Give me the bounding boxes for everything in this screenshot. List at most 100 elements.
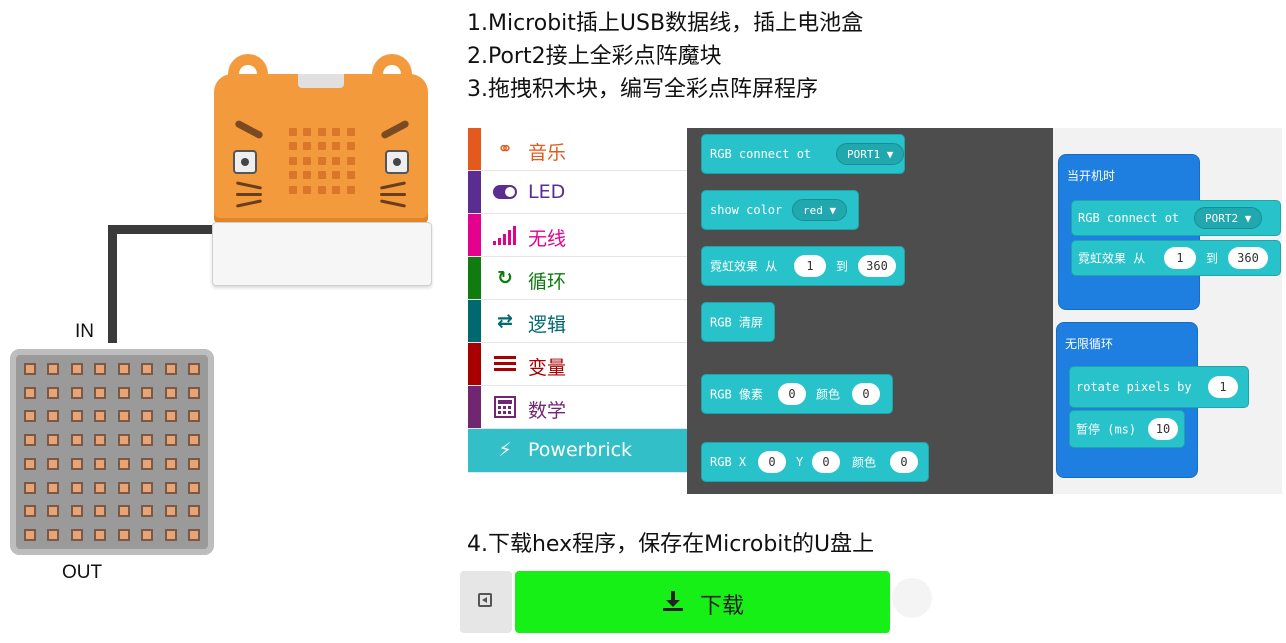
dropdown-value: PORT2 [1205,212,1239,225]
pause-input[interactable]: 10 [1148,418,1178,440]
from-input[interactable]: 1 [794,255,826,277]
block-rgb-clear[interactable]: RGB 清屏 [701,302,775,342]
download-icon [661,589,685,613]
matrix-led [70,434,83,447]
matrix-led [164,386,177,399]
matrix-led [47,386,60,399]
y-input[interactable]: 0 [812,451,840,473]
matrix-led [117,457,130,470]
port-dropdown[interactable]: PORT2 ▼ [1194,207,1263,229]
from-input[interactable]: 1 [1164,247,1196,269]
matrix-led [23,362,36,375]
matrix-led [188,505,201,518]
button-b [385,150,409,174]
step-4: 4.下载hex程序，保存在Microbit的U盘上 [467,532,875,557]
matrix-led [141,362,154,375]
matrix-led [47,505,60,518]
rgb-matrix-module [10,349,214,555]
block-text: 暂停 (ms) [1076,422,1137,437]
x-input[interactable]: 0 [758,451,786,473]
matrix-led [141,386,154,399]
matrix-led [94,481,107,494]
download-label: 下载 [700,594,745,619]
makecode-editor: ⚭ 音乐 LED 无线 ↻ 循环 ⇄ 逻辑 [468,128,1282,494]
matrix-led [164,362,177,375]
matrix-led [188,410,201,423]
matrix-led [188,386,201,399]
rotate-input[interactable]: 1 [1208,376,1238,398]
color-input[interactable]: 0 [852,383,880,405]
category-led[interactable]: LED [468,171,687,214]
step-2: 2.Port2接上全彩点阵魔块 [467,44,722,69]
port-dropdown[interactable]: PORT1 ▼ [836,143,905,165]
color-dropdown[interactable]: red ▼ [792,199,848,221]
ghost-circle [892,578,932,618]
shuffle-icon: ⇄ [497,310,513,332]
category-powerbrick[interactable]: ⚡ Powerbrick [468,429,687,473]
matrix-led [141,434,154,447]
matrix-led [117,434,130,447]
to-input[interactable]: 360 [858,255,896,277]
download-button[interactable]: 下载 [515,571,890,633]
category-logic[interactable]: ⇄ 逻辑 [468,300,687,343]
matrix-led [141,410,154,423]
bolt-icon: ⚡ [498,439,512,461]
category-radio[interactable]: 无线 [468,214,687,257]
workspace: 当开机时 RGB connect ot PORT2 ▼ 霓虹效果 从 1 到 3… [1053,128,1282,494]
matrix-led [117,386,130,399]
pixel-input[interactable]: 0 [778,383,806,405]
signal-icon [492,223,518,247]
category-label: 数学 [528,400,567,422]
matrix-led [23,457,36,470]
whisker [380,193,406,196]
matrix-led [70,386,83,399]
microbit-led-grid [289,128,355,194]
block-rgb-connect-placed[interactable]: RGB connect ot PORT2 ▼ [1071,200,1281,236]
to-input[interactable]: 360 [1228,247,1268,269]
matrix-led [23,529,36,542]
block-rgb-pixel[interactable]: RGB 像素 0 颜色 0 [701,374,893,414]
chevron-down-icon: ▼ [886,148,894,161]
block-text: RGB 清屏 [710,315,763,330]
event-label: 无限循环 [1065,337,1114,351]
color-input[interactable]: 0 [890,451,918,473]
block-show-color[interactable]: show color red ▼ [701,190,859,230]
block-rotate-pixels[interactable]: rotate pixels by 1 [1069,366,1249,408]
block-rainbow-placed[interactable]: 霓虹效果 从 1 到 360 [1071,240,1281,276]
matrix-led [94,529,107,542]
in-label: IN [75,321,94,342]
collapse-button[interactable] [460,571,512,633]
matrix-led [117,529,130,542]
category-loops[interactable]: ↻ 循环 [468,257,687,300]
cable [108,225,212,234]
category-math[interactable]: 数学 [468,386,687,429]
collapse-icon [478,593,492,607]
matrix-led [164,529,177,542]
category-music[interactable]: ⚭ 音乐 [468,128,687,171]
list-icon [492,352,518,376]
block-text: RGB connect ot [710,147,812,161]
matrix-led [47,481,60,494]
dropdown-value: red [803,204,823,217]
battery-box [212,222,432,286]
block-text: 到 [1206,251,1219,266]
block-rainbow[interactable]: 霓虹效果 从 1 到 360 [701,246,905,286]
matrix-led [94,386,107,399]
block-text: rotate pixels by [1076,380,1192,394]
matrix-led [70,457,83,470]
block-rgb-connect[interactable]: RGB connect ot PORT1 ▼ [701,134,905,174]
matrix-led [47,457,60,470]
matrix-led [141,505,154,518]
step-3: 3.拖拽积木块，编写全彩点阵屏程序 [467,77,818,102]
usb-port [298,74,344,88]
matrix-led [70,362,83,375]
block-pause[interactable]: 暂停 (ms) 10 [1069,410,1185,448]
matrix-led [188,362,201,375]
matrix-led [23,481,36,494]
block-rgb-xy[interactable]: RGB X 0 Y 0 颜色 0 [701,442,929,482]
matrix-led [94,434,107,447]
category-variables[interactable]: 变量 [468,343,687,386]
block-flyout: RGB connect ot PORT1 ▼ show color red ▼ … [687,128,1053,494]
category-label: Powerbrick [528,439,633,461]
block-text: show color [710,203,783,217]
